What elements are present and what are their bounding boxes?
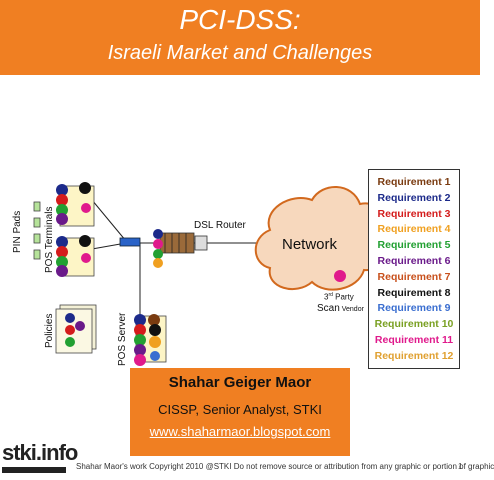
requirement-item: Requirement 7 bbox=[377, 270, 451, 283]
requirement-item: Requirement 6 bbox=[377, 255, 451, 267]
stki-logo: stki.info bbox=[2, 440, 78, 480]
router-label: DSL Router bbox=[194, 220, 246, 231]
footer-copyright: Shahar Maor's work Copyright 2010 @STKI … bbox=[76, 462, 494, 471]
author-box: Shahar Geiger Maor CISSP, Senior Analyst… bbox=[130, 368, 350, 456]
requirement-item: Requirement 10 bbox=[374, 318, 454, 331]
requirement-item: Requirement 12 bbox=[374, 349, 454, 362]
pos-terminal-2 bbox=[56, 235, 95, 277]
logo-tagline-bar bbox=[2, 467, 66, 473]
requirement-item: Requirement 5 bbox=[377, 239, 451, 252]
pin-pads-label: PIN Pads bbox=[12, 210, 23, 253]
network-diagram bbox=[33, 182, 390, 366]
requirement-item: Requirement 1 bbox=[377, 176, 451, 188]
author-title: CISSP, Senior Analyst, STKI bbox=[158, 402, 322, 417]
requirement-item: Requirement 8 bbox=[377, 286, 451, 299]
pin-pads bbox=[33, 201, 41, 260]
title-banner: PCI-DSS: Israeli Market and Challenges bbox=[0, 0, 480, 75]
pos-server-label: POS Server bbox=[117, 312, 128, 366]
requirements-legend: Requirement 1 Requirement 2 Requirement 3 R… bbox=[368, 169, 460, 369]
requirement-item: Requirement 2 bbox=[377, 191, 451, 204]
dsl-router bbox=[153, 229, 208, 268]
requirement-item: Requirement 3 bbox=[377, 207, 451, 220]
requirement-item: Requirement 11 bbox=[374, 334, 454, 346]
policies-stack bbox=[55, 304, 97, 354]
slide-title: PCI-DSS: bbox=[179, 4, 301, 35]
logo-text: stki.info bbox=[2, 440, 78, 465]
pos-terminal-1 bbox=[56, 182, 95, 227]
author-link[interactable]: www.shaharmaor.blogspot.com bbox=[149, 424, 331, 439]
network-switch bbox=[119, 237, 141, 247]
page-number: 1 bbox=[458, 462, 463, 471]
scan-vendor-label: Scan Vendor bbox=[317, 303, 364, 314]
pos-server bbox=[134, 314, 167, 366]
requirement-item: Requirement 9 bbox=[377, 302, 451, 315]
author-name: Shahar Geiger Maor bbox=[168, 374, 312, 391]
requirement-item: Requirement 4 bbox=[377, 223, 451, 236]
slide-subtitle: Israeli Market and Challenges bbox=[107, 42, 373, 64]
network-label: Network bbox=[282, 236, 338, 253]
third-party-label: 3rd Party bbox=[324, 292, 354, 302]
pos-terminals-label: POS Terminals bbox=[44, 206, 55, 273]
policies-label: Policies bbox=[44, 313, 55, 348]
